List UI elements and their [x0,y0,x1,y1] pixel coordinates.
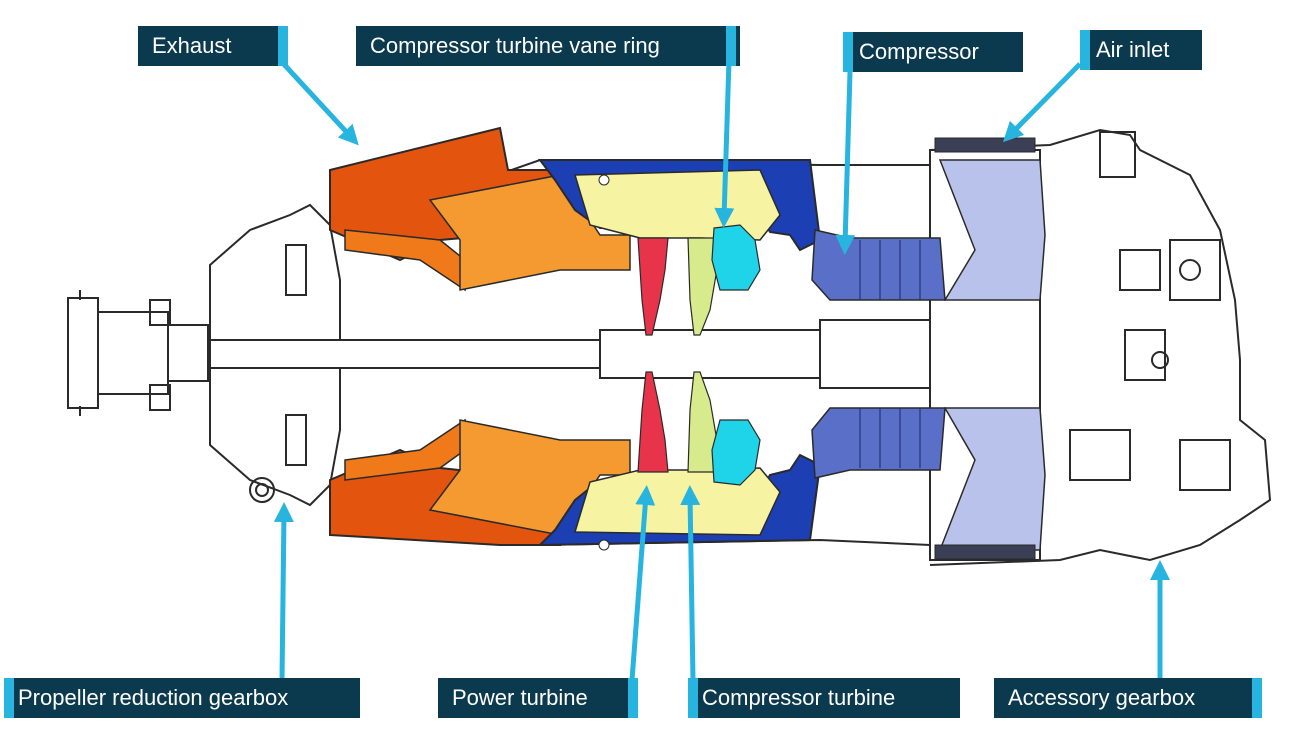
vane-ring-label-tab [726,26,736,66]
compressor-turbine-stage [687,237,719,473]
exhaust-label-tab [278,26,288,66]
accessory-gearbox-label-tab [1252,678,1262,718]
exhaust-pointer [278,58,359,146]
vane-ring-label: Compressor turbine vane ring [356,26,740,66]
prop-gearbox-label: Propeller reduction gearbox [4,678,360,718]
power-turbine-stage [637,237,669,473]
compressor-turbine-pointer [680,485,701,681]
combustion-section [537,159,822,551]
exhaust-section [329,126,631,546]
compressor-turbine-label-tab [688,678,698,718]
power-turbine-label-tab [628,678,638,718]
air-inlet-pointer [1002,62,1082,143]
accessory-gearbox-label: Accessory gearbox [994,678,1262,718]
air-inlet-label: Air inlet [1082,30,1202,70]
prop-gearbox-pointer [273,502,294,681]
air-inlet-label-tab [1080,30,1090,70]
air-inlet-section [934,137,1046,560]
compressor-label: Compressor [845,32,1023,72]
compressor-turbine-label: Compressor turbine [688,678,960,718]
compressor-label-tab [843,32,853,72]
pointers [273,58,1170,681]
power-turbine-label: Power turbine [438,678,634,718]
exhaust-label: Exhaust [138,26,288,66]
vane-ring [711,224,761,486]
power-turbine-pointer [629,485,656,681]
prop-gearbox-label-tab [4,678,14,718]
vane-ring-pointer [714,59,735,228]
compressor-pointer [835,71,856,255]
